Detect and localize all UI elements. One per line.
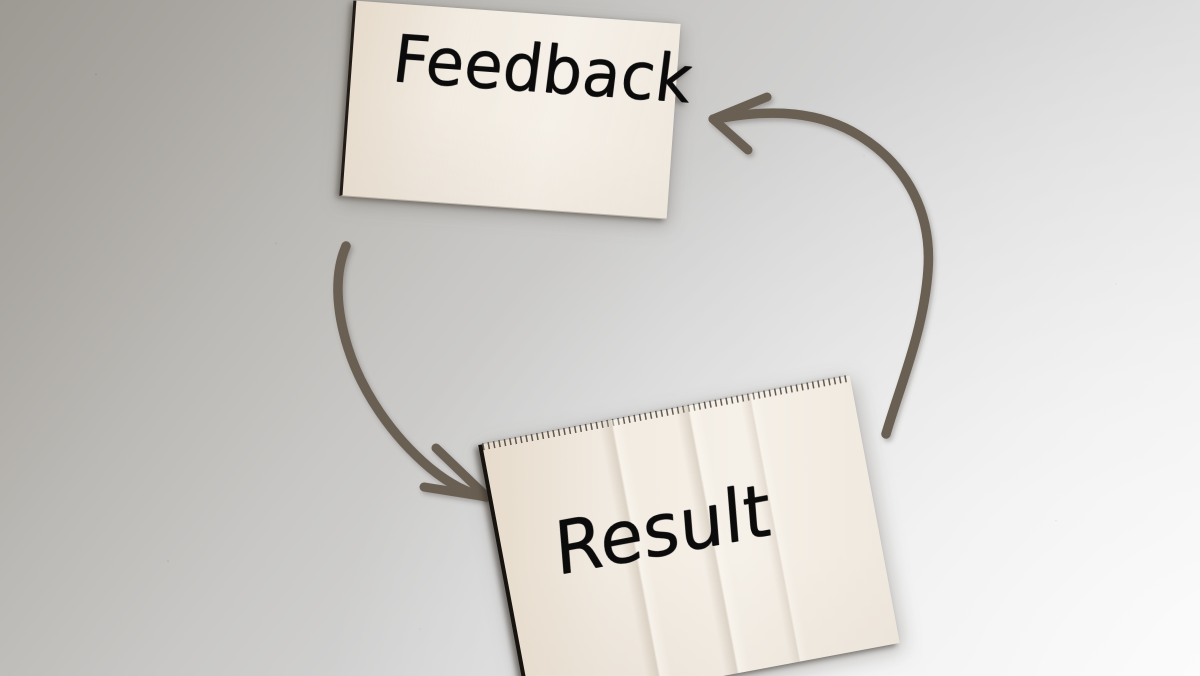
arrow-feedback-to-result	[333, 241, 492, 502]
card-result-torn-edge	[481, 374, 851, 451]
card-feedback[interactable]: Feedback	[339, 0, 697, 220]
card-result[interactable]: Result	[478, 374, 900, 676]
card-feedback-label: Feedback	[388, 19, 697, 118]
